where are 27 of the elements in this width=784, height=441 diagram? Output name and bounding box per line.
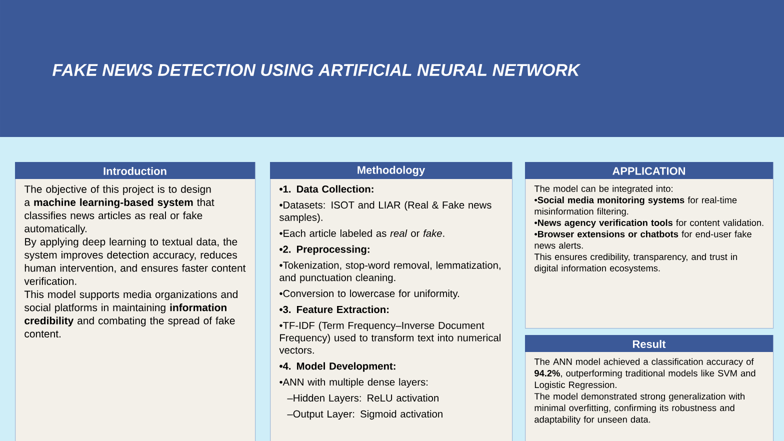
heading-bar: Result	[525, 335, 773, 352]
paragraph: •Conversion to lowercase for uniformity.	[280, 290, 459, 300]
heading-bar: Methodology	[270, 162, 512, 179]
paragraph: •ANN with multiple dense layers:	[280, 378, 428, 388]
heading-bar: APPLICATION	[525, 162, 773, 179]
paragraph: The model can be integrated into:	[534, 185, 672, 194]
paragraph: •1. Data Collection:	[280, 185, 374, 193]
paragraph: •3. Feature Extraction:	[280, 306, 388, 314]
paragraph: •Browser extensions or chatbots for end-user fake news alerts.	[534, 230, 752, 249]
paragraph: The ANN model achieved a classification accuracy of 94.2%, outperforming traditional models like SVM and Logistic Regression.	[534, 358, 756, 390]
paragraph: The model demonstrated strong generalization with minimal overfitting, confirming its robustness and adaptability for unseen data.	[534, 392, 744, 425]
paragraph: •Social media monitoring systems for real-time misinformation filtering.	[534, 196, 737, 216]
paragraph: •2. Preprocessing:	[280, 245, 370, 255]
paragraph: •News agency verification tools for content validation.	[534, 219, 764, 228]
paragraph: •Datasets: ISOT and LIAR (Real & Fake news samples).	[280, 201, 492, 223]
paragraph: This ensures credibility, transparency, and trust in digital information ecosystems.	[534, 253, 737, 274]
paragraph: •TF-IDF (Term Frequency–Inverse Document Frequency) used to transform text into numerical vectors.	[279, 322, 500, 354]
paragraph: –Hidden Layers: ReLU activation	[287, 394, 438, 404]
paragraph: This model supports media organizations and social platforms in maintaining information credibility and combating the spread of fake content.	[24, 290, 238, 338]
paragraph: The objective of this project is to design a machine learning-based system that classifies news articles as real or fake automatically.	[24, 185, 214, 234]
paragraph: By applying deep learning to textual data, the system improves detection accuracy, reduces human intervention, and ensures faster content verification.	[24, 238, 246, 285]
title: FAKE NEWS DETECTION USING ARTIFICIAL NEURAL NETWORK	[52, 64, 581, 76]
heading-bar: Introduction	[15, 162, 255, 179]
paragraph: •4. Model Development:	[280, 362, 396, 372]
paragraph: •Tokenization, stop-word removal, lemmatization, and punctuation cleaning.	[280, 261, 500, 284]
paragraph: •Each article labeled as real or fake.	[280, 229, 444, 237]
paragraph: –Output Layer: Sigmoid activation	[287, 410, 442, 420]
